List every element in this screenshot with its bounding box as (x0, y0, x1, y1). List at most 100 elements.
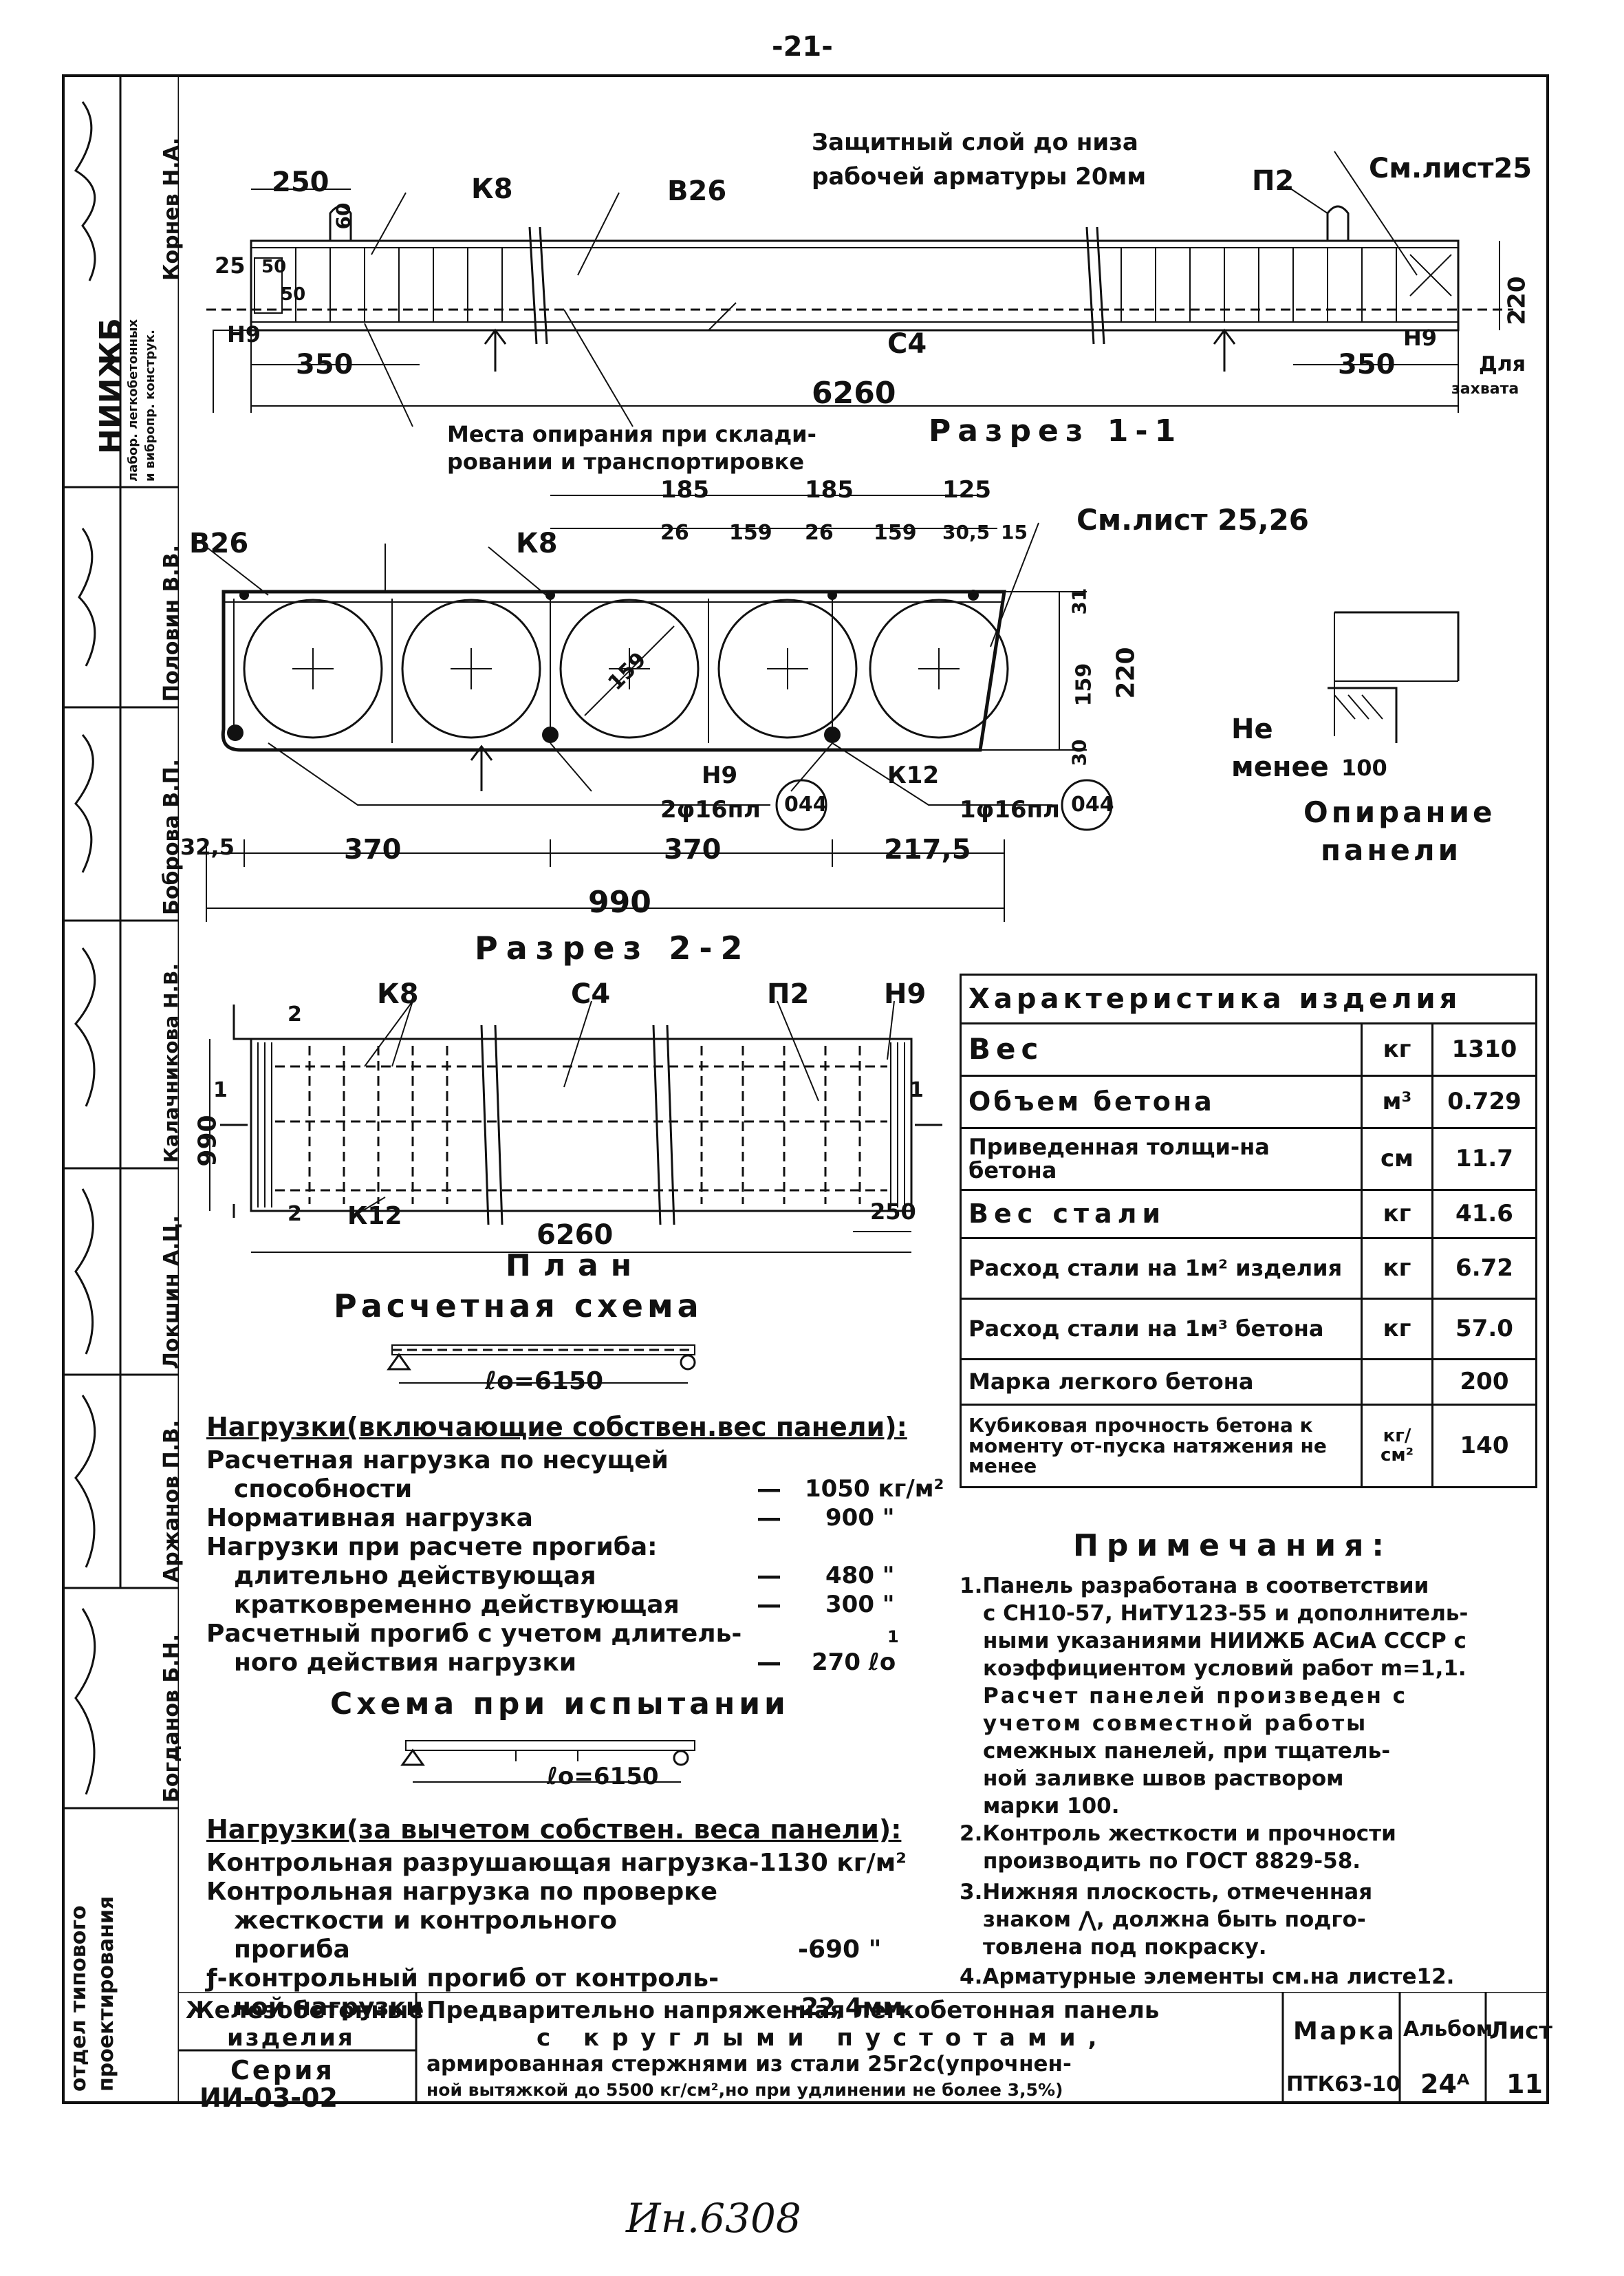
stamp-name-7: Богданов Б.Н. (160, 1633, 184, 1803)
tb-col-album: Альбом (1403, 2017, 1493, 2041)
s11-dim-350b: 350 (1338, 349, 1396, 380)
tb-series: ИИ-03-02 (199, 2083, 338, 2113)
tb-desc-2: с круглыми пустотами, (537, 2024, 1109, 2052)
tb-category-2: изделия (227, 2024, 355, 2052)
note-line: 4.Арматурные элементы см.на листе12. (960, 1964, 1455, 1989)
char-value: 11.7 (1431, 1127, 1537, 1191)
s22-dim-right-2: 159 (1072, 663, 1096, 707)
char-unit (1361, 1358, 1433, 1406)
loads-row-value: 1050 кг/м² (805, 1475, 944, 1503)
support-caption2: панели (1321, 833, 1462, 867)
note-line: Расчет панелей произведен с (983, 1684, 1408, 1708)
s11-support-note: Места опирания при склади- (447, 421, 816, 447)
s22-dim-sub-5: 30,5 (942, 521, 990, 544)
plan-label-c4: С4 (571, 978, 611, 1010)
stamp-dept-2: проектирования (94, 1896, 118, 2092)
note-line: с СН10-57, НиТУ123-55 и дополнитель- (983, 1601, 1469, 1626)
loads-row-dash: — (757, 1562, 781, 1590)
s22-label-k12: К12 (887, 762, 940, 789)
loads-row-value: 1 (887, 1627, 899, 1646)
plan-dim-250: 250 (870, 1199, 916, 1225)
loads-heading: Нагрузки(включающие собствен.вес панели)… (206, 1412, 907, 1442)
plan-mark-1b: 1 (909, 1078, 924, 1102)
loads-row-dash: — (757, 1475, 781, 1503)
section-2-2-drawing: 159 (206, 495, 1113, 922)
s22-label-n9: Н9 (702, 762, 738, 789)
tb-category-1: Железобетонные (186, 1997, 424, 2024)
char-value: 1310 (1431, 1022, 1537, 1077)
char-name: Кубиковая прочность бетона к моменту от-… (960, 1404, 1363, 1488)
char-name: Расход стали на 1м² изделия (960, 1237, 1363, 1300)
loads-row-label: ного действия нагрузки (234, 1649, 577, 1677)
loads-row-label: Расчетный прогиб с учетом длитель- (206, 1620, 742, 1648)
s11-ref-sheet: См.лист25 (1369, 153, 1533, 184)
s11-note-top: Защитный слой до низа (812, 129, 1138, 156)
note-line: коэффициентом условий работ m=1,1. (983, 1656, 1466, 1681)
s22-dim-top-3: 125 (942, 476, 991, 504)
note-line: ной заливке швов раствором (983, 1766, 1344, 1791)
test-loads-row-value: -690 " (798, 1935, 882, 1964)
plan-mark-1a: 1 (213, 1078, 228, 1102)
char-name: Приведенная толщи-на бетона (960, 1127, 1363, 1191)
plan-dim-6260: 6260 (537, 1219, 614, 1251)
s11-label-p2: П2 (1252, 165, 1295, 197)
s22-dim-220: 220 (1112, 647, 1140, 699)
s22-bars-a: 2φ16пл (660, 796, 761, 824)
loads-row-value: 270 ℓo (812, 1649, 896, 1676)
s22-circle-b: 044 (1071, 793, 1114, 817)
s22-dim-right-1: 31 (1068, 588, 1091, 615)
loads-row-label: Нормативная нагрузка (206, 1504, 533, 1532)
signatures (74, 101, 96, 1795)
support-detail-drawing (1328, 611, 1460, 743)
char-value: 57.0 (1431, 1298, 1537, 1360)
stamp-name-3: Боброва В.П. (160, 759, 184, 915)
s22-dim-sub-1: 26 (660, 521, 689, 545)
tb-col-mark: Марка (1293, 2017, 1396, 2046)
test-scheme-span: ℓo=6150 (547, 1763, 659, 1790)
test-loads-row-label: ƒ-контрольный прогиб от контроль- (206, 1964, 719, 1993)
stamp-name-2: Половин В.В. (160, 544, 184, 702)
plan-title: План (506, 1248, 645, 1283)
s22-dim-sub-3: 26 (805, 521, 834, 545)
s11-title: Разрез 1-1 (929, 414, 1183, 449)
plan-label-k12: К12 (347, 1202, 402, 1230)
support-caption1: Опирание (1303, 795, 1496, 829)
char-name: Вес стали (960, 1189, 1363, 1239)
tb-mark: ПТК63-10 (1286, 2072, 1401, 2096)
test-loads-heading: Нагрузки(за вычетом собствен. веса панел… (206, 1814, 902, 1845)
loads-row-dash: — (757, 1649, 781, 1677)
characteristics-title: Характеристика изделия (960, 974, 1537, 1024)
s22-label-k8: К8 (516, 528, 558, 559)
plan-mark-2a: 2 (288, 1002, 302, 1027)
s11-label-b26: В26 (667, 175, 727, 207)
test-scheme-title: Схема при испытании (330, 1686, 790, 1721)
s11-dim-220: 220 (1503, 276, 1531, 325)
left-stamp (62, 74, 179, 2104)
handwritten-number: Ин.6308 (626, 2195, 801, 2242)
char-name: Вес (960, 1022, 1363, 1077)
s22-dim-bottom-2: 370 (344, 834, 402, 866)
s11-dim-50a: 50 (261, 257, 287, 277)
note-line: марки 100. (983, 1794, 1120, 1818)
loads-row-label: кратковременно действующая (234, 1591, 680, 1619)
s22-dim-sub-2: 159 (729, 521, 772, 545)
section-1-1-drawing (206, 151, 1513, 427)
s11-dim-350a: 350 (296, 349, 354, 380)
s11-dim-250: 250 (272, 167, 329, 198)
s11-note-top2: рабочей арматуры 20мм (812, 163, 1147, 191)
s11-label-n9b: Н9 (1403, 325, 1438, 351)
calc-scheme-drawing (387, 1344, 696, 1384)
s11-label-c4: С4 (887, 328, 927, 360)
char-name: Расход стали на 1м³ бетона (960, 1298, 1363, 1360)
s22-dim-bottom-1: 32,5 (180, 834, 235, 860)
char-value: 6.72 (1431, 1237, 1537, 1300)
char-value: 0.729 (1431, 1075, 1537, 1129)
test-loads-row-label: Контрольная разрушающая нагрузка-1130 кг… (206, 1849, 907, 1877)
note-line: смежных панелей, при тщатель- (983, 1739, 1391, 1763)
char-name: Объем бетона (960, 1075, 1363, 1129)
s22-dim-sub-6: 15 (1001, 521, 1028, 544)
plan-drawing (209, 1000, 942, 1253)
char-value: 41.6 (1431, 1189, 1537, 1239)
plan-label-p2: П2 (767, 978, 810, 1010)
sheet-frame (62, 74, 1549, 2104)
